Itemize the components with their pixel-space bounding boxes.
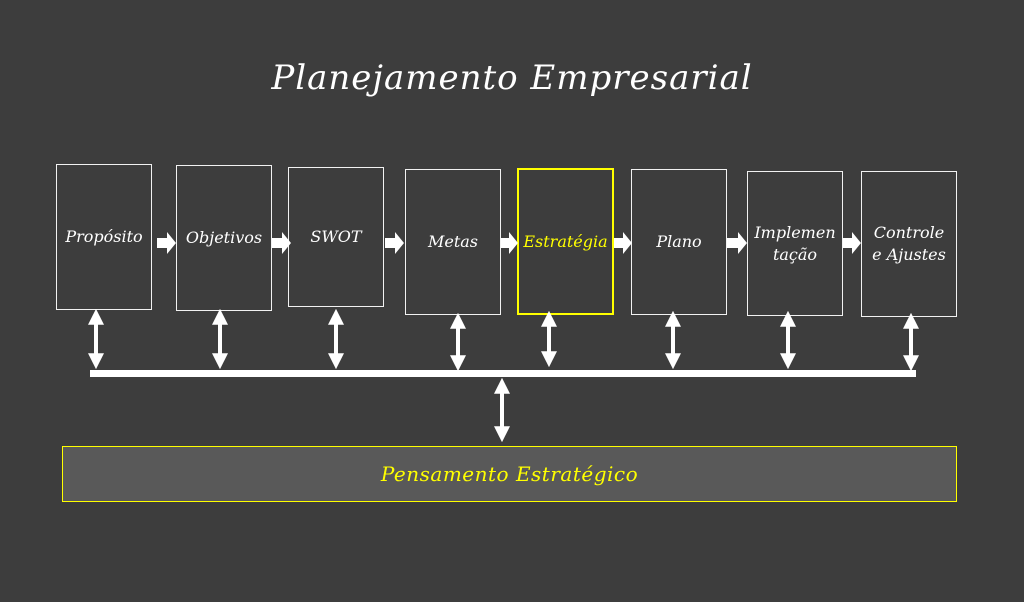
page-title: Planejamento Empresarial [271, 58, 753, 98]
step-box-metas[interactable]: Metas [405, 169, 501, 315]
flow-arrow-1 [157, 232, 176, 254]
step-label: Metas [427, 232, 479, 252]
step-label: Controle e Ajustes [872, 223, 946, 264]
step-box-plano[interactable]: Plano [631, 169, 727, 315]
flow-arrow-7 [843, 232, 861, 254]
step-box-proposito[interactable]: Propósito [56, 164, 152, 310]
step-label: Estratégia [523, 231, 608, 251]
foundation-bar[interactable]: Pensamento Estratégico [62, 446, 957, 502]
step-label: Implemen tação [754, 222, 836, 264]
step-label: Objetivos [185, 228, 263, 248]
flow-arrows [157, 232, 861, 254]
foundation-label: Pensamento Estratégico [380, 462, 639, 486]
step-box-implementacao[interactable]: Implemen tação [747, 171, 843, 316]
bus-line [90, 370, 916, 377]
step-box-swot[interactable]: SWOT [288, 167, 384, 307]
flow-arrow-5 [614, 232, 632, 254]
step-box-objetivos[interactable]: Objetivos [176, 165, 272, 311]
step-label: Propósito [65, 227, 143, 247]
step-label: SWOT [310, 227, 362, 247]
flow-arrow-2 [272, 232, 291, 254]
vertical-connectors [88, 308, 919, 443]
flow-arrow-3 [385, 232, 404, 254]
step-label: Plano [656, 232, 702, 252]
flow-arrow-4 [501, 232, 518, 254]
flow-arrow-6 [727, 232, 747, 254]
step-box-estrategia[interactable]: Estratégia [517, 168, 614, 315]
